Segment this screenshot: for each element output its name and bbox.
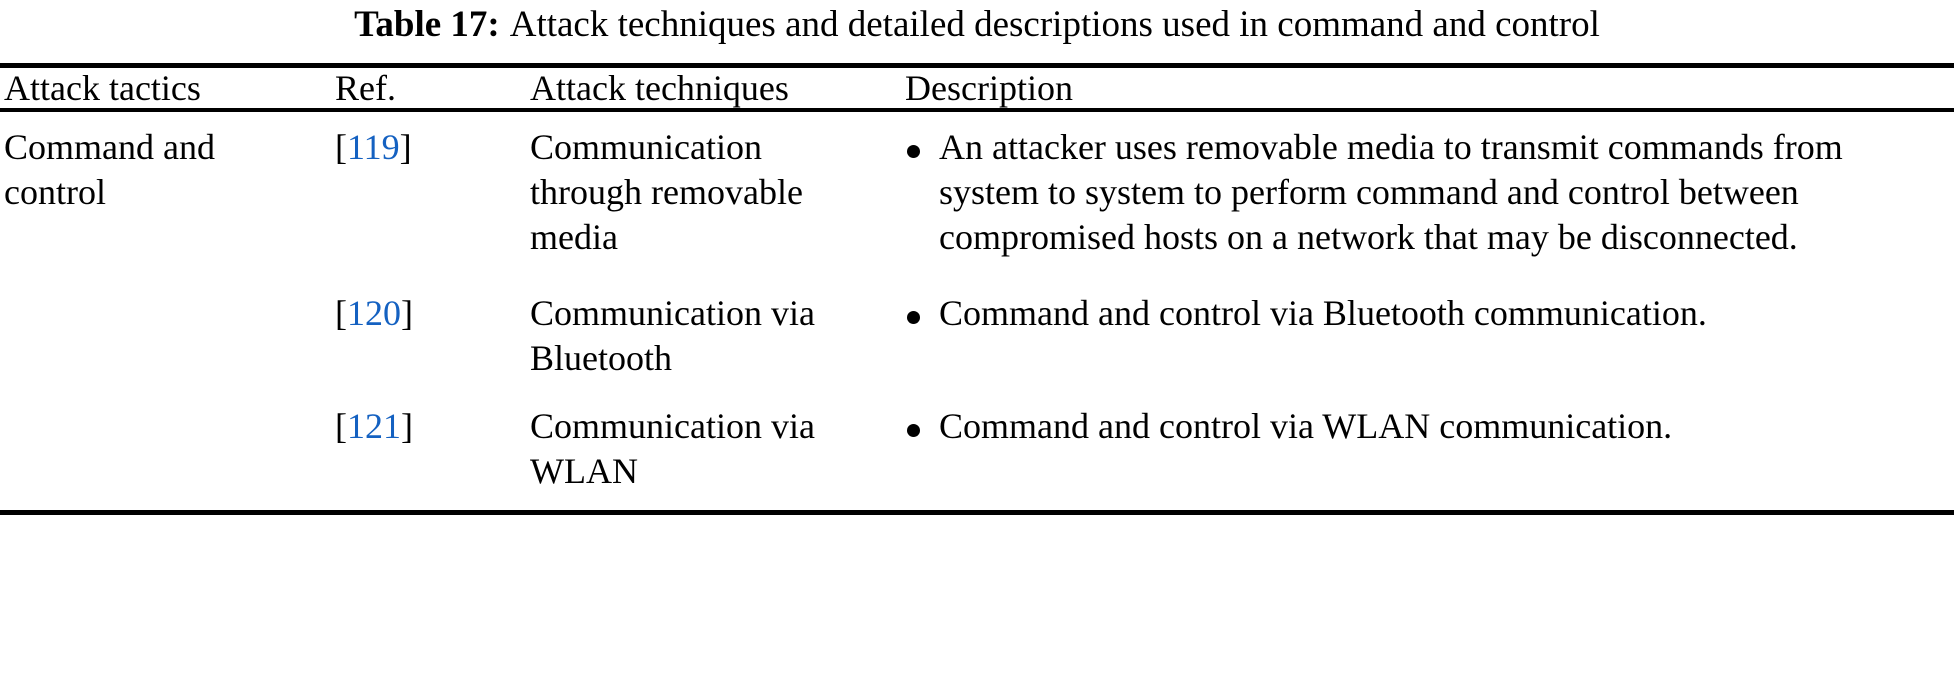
reference-citation[interactable]: [120] bbox=[335, 278, 530, 342]
row-spacer-cell bbox=[0, 500, 1954, 510]
table-row: Command and control [119] Communication … bbox=[0, 112, 1954, 266]
cell-reference: [121] bbox=[335, 391, 530, 500]
bracket-close: ] bbox=[401, 293, 413, 334]
table-caption: Table 17:Attack techniques and detailed … bbox=[0, 0, 1954, 45]
cell-attack-tactic: Command and control bbox=[0, 112, 335, 266]
table-body: Command and control [119] Communication … bbox=[0, 112, 1954, 510]
list-item: Command and control via WLAN communicati… bbox=[905, 404, 1950, 449]
cell-reference: [120] bbox=[335, 278, 530, 387]
description-content: Command and control via WLAN communicati… bbox=[905, 391, 1954, 455]
table-top-rule bbox=[0, 62, 1954, 68]
cell-attack-tactic bbox=[0, 391, 335, 500]
description-bullet-list: Command and control via Bluetooth commun… bbox=[905, 291, 1950, 336]
table-header-row: Attack tactics Ref. Attack techniques De… bbox=[0, 68, 1954, 108]
column-header-attack-tactics: Attack tactics bbox=[4, 67, 201, 108]
list-item: An attacker uses removable media to tran… bbox=[905, 125, 1950, 260]
attack-tactic-text bbox=[0, 391, 335, 410]
attack-technique-text: Communication through removable media bbox=[530, 127, 803, 258]
list-item-text: Command and control via WLAN communicati… bbox=[939, 406, 1673, 447]
list-item-text: An attacker uses removable media to tran… bbox=[939, 127, 1843, 258]
table-header-rule bbox=[0, 108, 1954, 113]
reference-link[interactable]: 120 bbox=[347, 293, 401, 334]
table-bottom-rule bbox=[0, 510, 1954, 516]
table-row: [120] Communication via Bluetooth Comman… bbox=[0, 278, 1954, 387]
bracket-open: [ bbox=[335, 293, 347, 334]
caption-text: Attack techniques and detailed descripti… bbox=[509, 4, 1600, 45]
description-bullet-list: An attacker uses removable media to tran… bbox=[905, 125, 1950, 260]
cell-reference: [119] bbox=[335, 112, 530, 266]
cell-description: Command and control via Bluetooth commun… bbox=[905, 278, 1954, 387]
table-header: Attack tactics Ref. Attack techniques De… bbox=[0, 68, 1954, 108]
bullet-icon bbox=[907, 424, 920, 438]
column-header-description: Description bbox=[905, 67, 1073, 108]
bracket-close: ] bbox=[399, 127, 412, 168]
description-content: Command and control via Bluetooth commun… bbox=[905, 278, 1954, 342]
row-spacer bbox=[0, 266, 1954, 278]
column-header-attack-techniques: Attack techniques bbox=[530, 67, 789, 108]
column-header-ref: Ref. bbox=[335, 67, 396, 108]
bullet-icon bbox=[907, 311, 920, 325]
bracket-open: [ bbox=[335, 406, 347, 447]
cell-attack-technique: Communication via Bluetooth bbox=[530, 278, 905, 387]
list-item-text: Command and control via Bluetooth commun… bbox=[939, 293, 1707, 334]
caption-label: Table 17: bbox=[354, 4, 500, 45]
list-item: Command and control via Bluetooth commun… bbox=[905, 291, 1950, 336]
row-spacer-cell bbox=[0, 266, 1954, 278]
attack-technique-text: Communication via Bluetooth bbox=[530, 293, 815, 379]
cell-attack-technique: Communication through removable media bbox=[530, 112, 905, 266]
reference-citation[interactable]: [119] bbox=[335, 112, 530, 176]
reference-link[interactable]: 121 bbox=[347, 406, 401, 447]
cell-attack-technique: Communication via WLAN bbox=[530, 391, 905, 500]
bracket-open: [ bbox=[335, 127, 347, 168]
reference-citation[interactable]: [121] bbox=[335, 391, 530, 455]
bullet-icon bbox=[907, 145, 920, 159]
description-bullet-list: Command and control via WLAN communicati… bbox=[905, 404, 1950, 449]
bracket-close: ] bbox=[401, 406, 413, 447]
attack-tactic-text: Command and control bbox=[4, 127, 215, 213]
attack-technique-text: Communication via WLAN bbox=[530, 406, 815, 492]
row-spacer bbox=[0, 500, 1954, 510]
attack-tactic-text bbox=[0, 278, 335, 297]
cell-description: Command and control via WLAN communicati… bbox=[905, 391, 1954, 500]
table-row: [121] Communication via WLAN Command and… bbox=[0, 391, 1954, 500]
description-content: An attacker uses removable media to tran… bbox=[905, 112, 1954, 266]
reference-link[interactable]: 119 bbox=[347, 127, 400, 168]
cell-attack-tactic bbox=[0, 278, 335, 387]
cell-description: An attacker uses removable media to tran… bbox=[905, 112, 1954, 266]
